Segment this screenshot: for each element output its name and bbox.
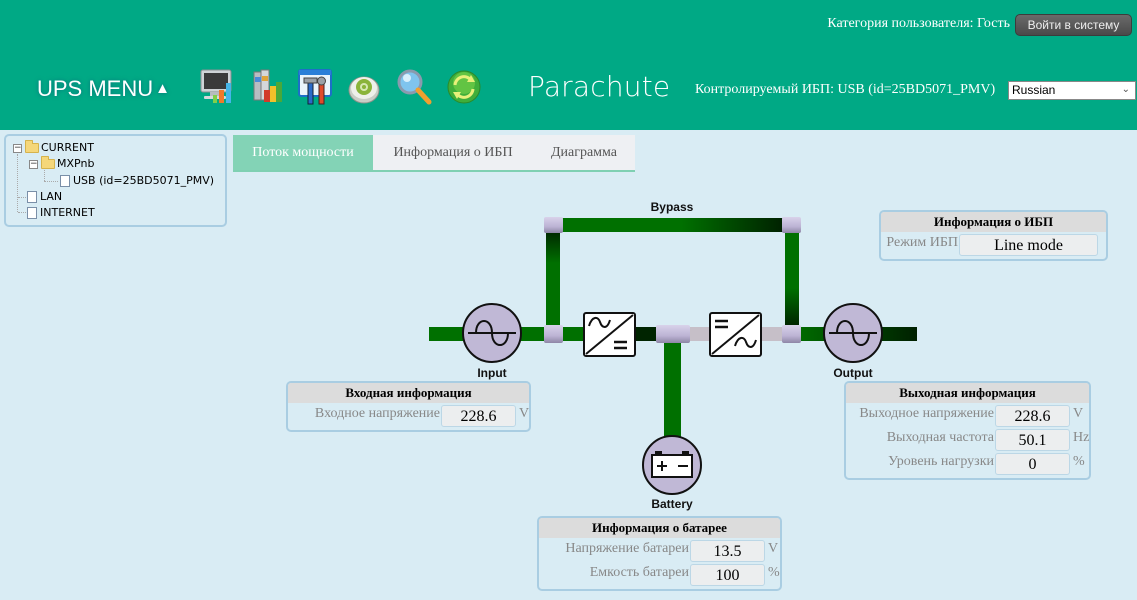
monitor-chart-icon[interactable] bbox=[200, 68, 236, 106]
input-label: Input bbox=[477, 366, 506, 380]
tree-connector bbox=[18, 212, 26, 213]
output-ac-icon bbox=[823, 303, 883, 363]
ups-info-panel: Информация о ИБП Режим ИБП Line mode bbox=[879, 210, 1108, 261]
chevron-down-icon: ⌄ bbox=[1121, 84, 1130, 95]
menu-arrow-icon: ▲ bbox=[155, 80, 170, 97]
rectifier-icon bbox=[583, 312, 636, 357]
bypass-junction-right bbox=[782, 217, 801, 233]
battery-icon bbox=[642, 435, 702, 495]
file-icon bbox=[27, 191, 37, 203]
battery-junction bbox=[656, 325, 690, 343]
tree-item-label: USB (id=25BD5071_PMV) bbox=[73, 174, 215, 187]
rectifier-out-line bbox=[633, 327, 663, 341]
tree-item-internet[interactable]: INTERNET bbox=[27, 205, 95, 221]
login-button[interactable]: Войти в систему bbox=[1015, 14, 1132, 36]
magnifier-icon[interactable] bbox=[396, 68, 432, 106]
load-level-label: Уровень нагрузки bbox=[888, 454, 994, 469]
language-value: Russian bbox=[1012, 83, 1056, 97]
output-frequency-unit: Hz bbox=[1073, 430, 1090, 445]
folder-icon bbox=[25, 140, 39, 153]
input-info-title: Входная информация bbox=[288, 383, 529, 403]
input-voltage-label: Входное напряжение bbox=[314, 406, 440, 421]
input-ac-icon bbox=[462, 303, 522, 363]
bypass-line-left bbox=[546, 228, 560, 328]
battery-voltage-value: 13.5 bbox=[690, 540, 765, 562]
battery-info-title: Информация о батарее bbox=[539, 518, 780, 538]
bypass-junction-left bbox=[544, 217, 563, 233]
tab-power-flow[interactable]: Поток мощности bbox=[233, 135, 373, 170]
output-frequency-label: Выходная частота bbox=[886, 430, 994, 445]
ups-mode-label: Режим ИБП bbox=[886, 235, 958, 250]
output-frequency-value: 50.1 bbox=[995, 429, 1070, 451]
tree-item-lan[interactable]: LAN bbox=[27, 189, 62, 205]
output-junction bbox=[782, 325, 801, 343]
load-level-value: 0 bbox=[995, 453, 1070, 475]
tree-item-label: INTERNET bbox=[40, 206, 95, 219]
input-junction bbox=[544, 325, 563, 343]
tools-window-icon[interactable] bbox=[298, 68, 334, 106]
tree-item-label: LAN bbox=[40, 190, 63, 203]
refresh-icon[interactable] bbox=[446, 68, 482, 106]
collapse-toggle-icon[interactable]: − bbox=[13, 142, 22, 153]
battery-voltage-unit: V bbox=[768, 541, 779, 556]
battery-line bbox=[664, 338, 681, 438]
input-voltage-value: 228.6 bbox=[441, 405, 516, 427]
gear-button-icon[interactable] bbox=[346, 68, 382, 106]
bypass-label: Bypass bbox=[651, 200, 694, 214]
tree-item-label: CURRENT bbox=[41, 141, 94, 154]
brand-logo: Parachute bbox=[528, 70, 671, 103]
output-info-title: Выходная информация bbox=[846, 383, 1089, 403]
language-select[interactable]: Russian ⌄ bbox=[1008, 81, 1136, 100]
device-tree: −CURRENT −MXPnb USB (id=25BD5071_PMV) LA… bbox=[4, 134, 227, 227]
battery-capacity-label: Емкость батареи bbox=[589, 565, 689, 580]
ups-menu-button[interactable]: UPS MENU▲ bbox=[37, 76, 170, 102]
battery-voltage-label: Напряжение батареи bbox=[565, 541, 689, 556]
load-level-unit: % bbox=[1073, 454, 1085, 469]
tree-item-usb[interactable]: USB (id=25BD5071_PMV) bbox=[60, 173, 214, 189]
inverter-icon bbox=[709, 312, 762, 357]
file-icon bbox=[27, 207, 37, 219]
monitored-ups-text: Контролируемый ИБП: USB (id=25BD5071_PMV… bbox=[695, 82, 996, 97]
ups-info-title: Информация о ИБП bbox=[881, 212, 1106, 232]
collapse-toggle-icon[interactable]: − bbox=[29, 158, 38, 169]
folder-icon bbox=[41, 156, 55, 169]
output-label: Output bbox=[833, 366, 872, 380]
input-voltage-unit: V bbox=[519, 406, 530, 421]
output-info-panel: Выходная информация Выходное напряжение … bbox=[844, 381, 1091, 480]
tree-item-mxpnb[interactable]: − MXPnb bbox=[29, 156, 94, 172]
bypass-line-top bbox=[555, 218, 785, 232]
tab-ups-info[interactable]: Информация о ИБП bbox=[393, 145, 513, 160]
tree-connector bbox=[18, 197, 26, 198]
ups-menu-label: UPS MENU bbox=[37, 76, 154, 101]
output-voltage-unit: V bbox=[1073, 406, 1084, 421]
battery-label: Battery bbox=[651, 497, 693, 511]
output-voltage-label: Выходное напряжение bbox=[859, 406, 994, 421]
battery-info-panel: Информация о батарее Напряжение батареи … bbox=[537, 516, 782, 591]
tree-item-current[interactable]: − CURRENT bbox=[13, 140, 94, 156]
file-icon bbox=[60, 175, 70, 187]
books-chart-icon[interactable] bbox=[250, 68, 286, 106]
tab-bar: Поток мощности Информация о ИБП Диаграмм… bbox=[233, 135, 635, 172]
tree-connector bbox=[44, 181, 58, 182]
battery-capacity-unit: % bbox=[768, 565, 780, 580]
tree-connector bbox=[17, 154, 18, 212]
user-category-text: Категория пользователя: Гость bbox=[827, 16, 1010, 31]
input-info-panel: Входная информация Входное напряжение 22… bbox=[286, 381, 531, 432]
tree-item-label: MXPnb bbox=[57, 157, 95, 170]
tab-chart[interactable]: Диаграмма bbox=[550, 145, 618, 160]
ups-mode-value: Line mode bbox=[959, 234, 1098, 256]
battery-capacity-value: 100 bbox=[690, 564, 765, 586]
tree-connector bbox=[44, 170, 45, 181]
output-voltage-value: 228.6 bbox=[995, 405, 1070, 427]
header-bar: Категория пользователя: Гость Войти в си… bbox=[0, 0, 1137, 130]
bypass-line-right bbox=[785, 228, 799, 328]
